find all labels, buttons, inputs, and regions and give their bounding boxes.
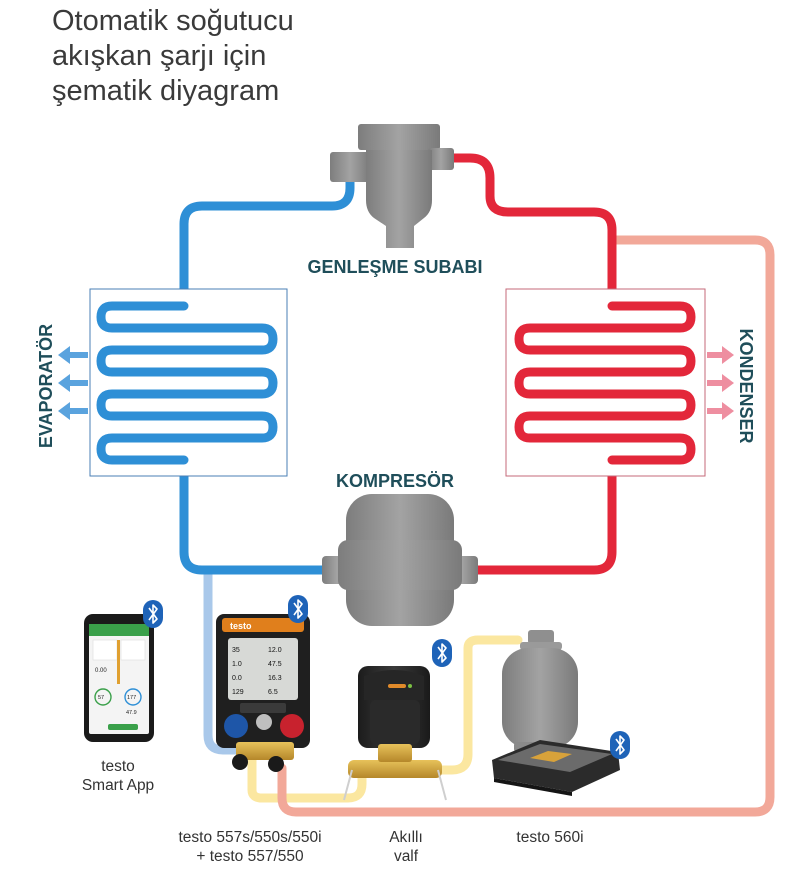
manifold-value: 16.3 — [268, 675, 282, 682]
manifold-caption-line-1: testo 557s/550s/550i — [178, 829, 322, 846]
smartphone: 0.00 57 177 47.9 — [84, 614, 154, 742]
smart-valve — [343, 666, 447, 801]
manifold-value: 35 — [232, 647, 240, 654]
manifold-caption: testo 557s/550s/550i + testo 557/550 — [150, 828, 350, 866]
manifold-value: 6.5 — [268, 689, 278, 696]
evaporator-frame — [89, 288, 288, 477]
title-line-3: şematik diyagram — [52, 75, 280, 107]
smart-app-caption-line-1: testo — [101, 758, 135, 775]
manifold-value: 129 — [232, 689, 244, 696]
expansion-valve-label: GENLEŞME SUBABI — [307, 257, 482, 277]
manifold-screen — [228, 638, 298, 700]
liquid-service-line — [277, 235, 775, 817]
smart-app-caption: testo Smart App — [58, 757, 178, 795]
smart-valve-caption-line-1: Akıllı — [389, 829, 423, 846]
expansion-valve — [330, 124, 454, 248]
charge-line-to-scale — [247, 635, 523, 803]
manifold-value: 47.5 — [268, 661, 282, 668]
digital-manifold: testo 35 12.0 1.0 47.5 0.0 16.3 129 6.5 — [216, 614, 310, 772]
compressor-label: KOMPRESÖR — [336, 471, 454, 491]
phone-value: 177 — [127, 695, 136, 701]
phone-value: 57 — [98, 695, 104, 701]
bluetooth-icon — [288, 595, 308, 623]
airflow-arrow-icon — [58, 346, 88, 420]
suction-service-line — [203, 567, 243, 755]
title-line-2: akışkan şarjı için — [52, 40, 267, 72]
manifold-value: 1.0 — [232, 661, 242, 668]
bluetooth-icon — [610, 731, 630, 759]
manifold-caption-line-2: + testo 557/550 — [196, 848, 304, 865]
diagram-title: Otomatik soğutucu akışkan şarjı için şem… — [52, 4, 412, 109]
manifold-value: 12.0 — [268, 647, 282, 654]
evaporator-coil — [96, 301, 278, 465]
manifold-value: 0.0 — [232, 675, 242, 682]
refrigerant-cylinder — [502, 630, 578, 752]
smart-valve-caption-line-2: valf — [393, 848, 419, 865]
refrigerant-scale — [492, 740, 620, 796]
condenser-coil — [514, 301, 696, 465]
bluetooth-icon — [143, 600, 163, 628]
smart-app-caption-line-2: Smart App — [81, 777, 155, 794]
hot-refrigerant-line — [435, 153, 617, 575]
bluetooth-icon — [432, 639, 452, 667]
scale-caption-line-1: testo 560i — [516, 829, 584, 846]
svg-text:testo: testo — [230, 621, 252, 631]
cold-refrigerant-line — [179, 173, 355, 575]
title-line-1: Otomatik soğutucu — [52, 5, 294, 37]
evaporator-label: EVAPORATÖR — [36, 324, 56, 448]
smart-valve-caption: Akıllı valf — [366, 828, 446, 866]
condenser-label: KONDENSER — [736, 328, 756, 443]
scale-caption: testo 560i — [490, 828, 610, 847]
condenser-frame — [505, 288, 706, 477]
phone-value: 47.9 — [126, 710, 137, 716]
airflow-arrow-icon — [707, 346, 734, 420]
compressor — [322, 494, 478, 626]
phone-value: 0.00 — [95, 668, 107, 674]
